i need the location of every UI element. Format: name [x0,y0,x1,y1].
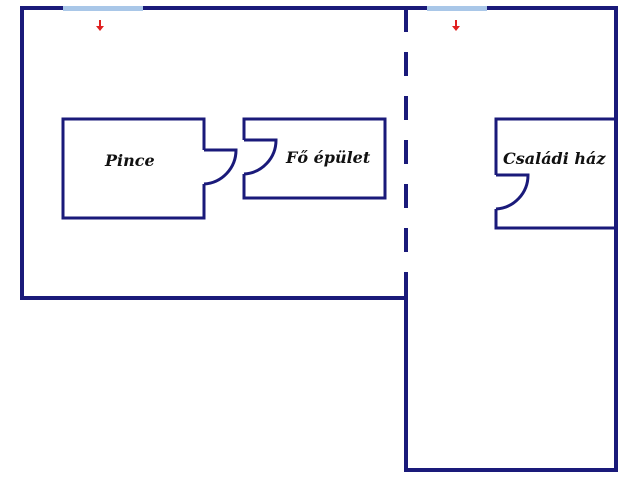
room-csaladi-haz [494,117,616,230]
window-left [63,6,143,11]
label-csaladi-haz: Családi ház [503,149,606,168]
window-right [427,6,487,11]
entrance-arrow-icon [96,20,104,31]
label-fo-epulet: Fő épület [285,148,371,167]
label-pince: Pince [104,151,155,170]
room-fo-epulet [242,117,387,200]
outer-walls [20,6,618,472]
entrance-arrow-icon [452,20,460,31]
door-swing-icon [243,138,278,176]
door-swing-icon [203,148,238,186]
door-swing-icon [495,173,530,211]
room-pince [61,117,238,220]
